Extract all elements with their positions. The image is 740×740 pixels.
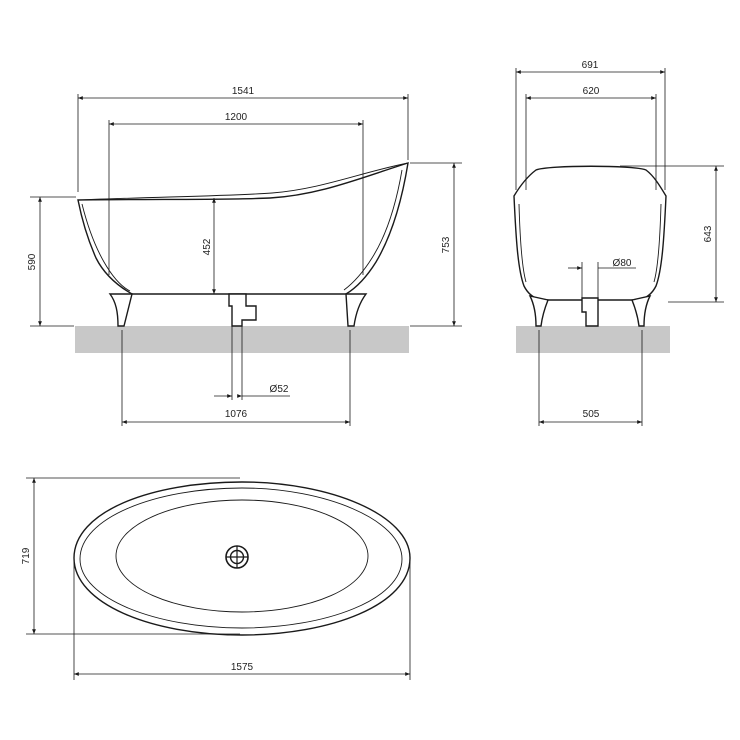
side-feet-spacing-label: 505	[583, 409, 600, 420]
front-overall-length-label: 1541	[232, 86, 255, 97]
side-overall-height-label: 643	[703, 225, 714, 242]
front-feet-spacing-label: 1076	[225, 409, 248, 420]
front-side-height-label: 590	[27, 253, 38, 270]
side-tub-body	[513, 165, 667, 301]
side-basin-width-label: 620	[583, 86, 600, 97]
front-tub-body	[77, 161, 409, 295]
front-tub-inner-wall	[81, 169, 403, 292]
top-overall-width-label: 719	[21, 547, 32, 564]
front-drain-diameter-label: Ø52	[270, 384, 289, 395]
front-overall-height-label: 753	[441, 236, 452, 253]
top-view: 719 1575	[21, 477, 411, 680]
side-right-foot	[631, 294, 652, 327]
top-overall-length-label: 1575	[231, 662, 254, 673]
side-waste-fitting	[581, 297, 599, 327]
drain-icon	[225, 545, 249, 569]
front-tub-rim-line	[77, 162, 409, 201]
front-basin-length-label: 1200	[225, 112, 248, 123]
side-floor-slab	[516, 326, 670, 353]
side-view: 691 620 643 Ø80 505	[513, 60, 724, 426]
front-view: 1541 1200 590 452 753 Ø52 1076	[27, 86, 462, 426]
front-inner-depth-label: 452	[202, 238, 213, 255]
side-overall-width-label: 691	[582, 60, 599, 71]
front-left-foot	[108, 293, 133, 327]
front-waste-fitting	[228, 293, 257, 327]
top-tub-rim-inner-line	[79, 487, 403, 629]
front-right-foot	[345, 293, 368, 327]
side-left-foot	[528, 294, 549, 327]
top-tub-basin	[115, 499, 369, 613]
side-drain-diameter-label: Ø80	[613, 258, 632, 269]
side-tub-inner-wall	[518, 203, 662, 283]
